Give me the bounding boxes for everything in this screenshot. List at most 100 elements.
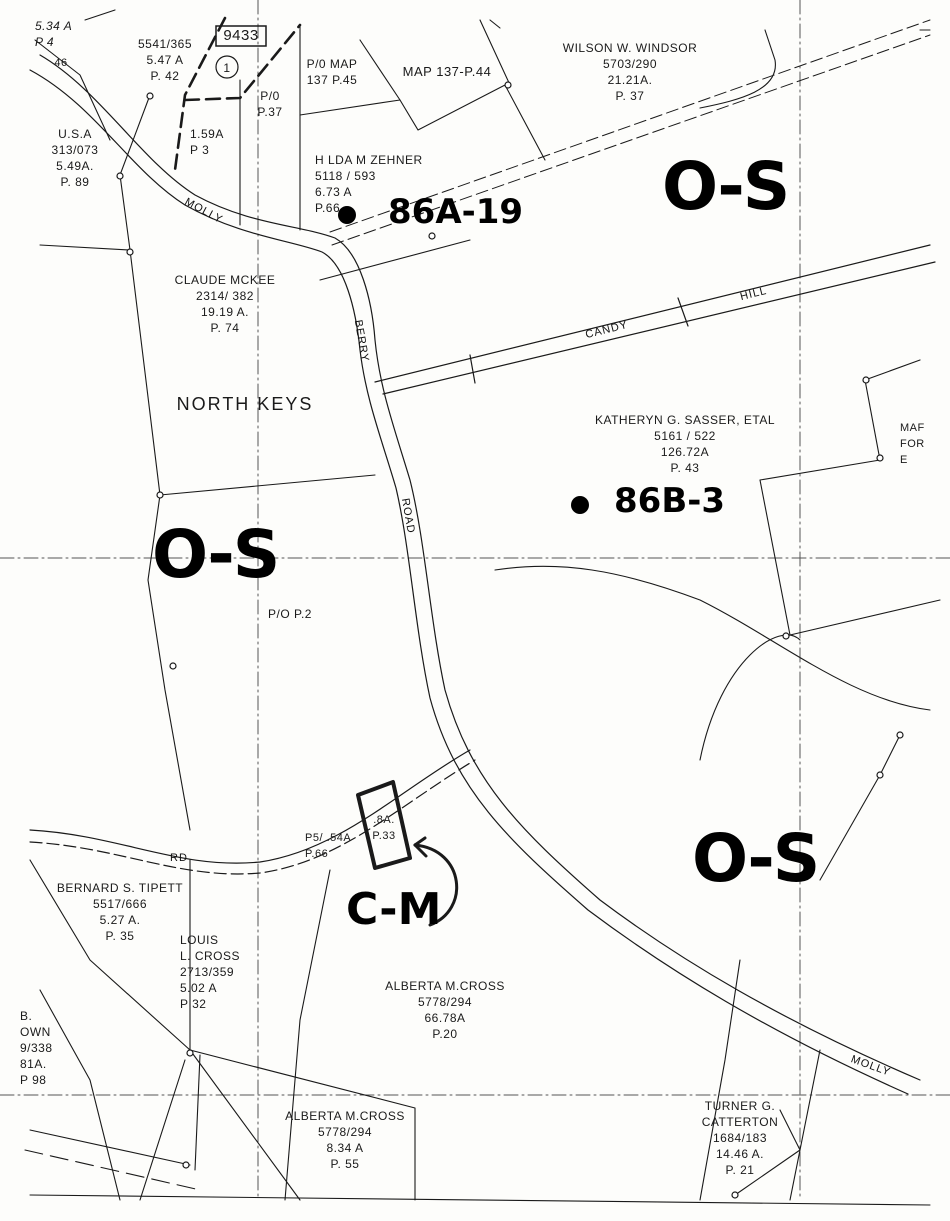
label-line: .8A. [373,814,395,826]
parcel-id-86b-3: 86B-3 [614,481,725,521]
parcel-windsor: WILSON W. WINDSOR 5703/290 21.21A. P. 37 [520,40,740,104]
label-line: 5161 / 522 [654,429,716,443]
label-line: P 32 [180,997,207,1011]
label-line: ALBERTA M.CROSS [285,1109,405,1123]
zone-os-bottom: O-S [692,820,820,897]
label-line: 8.34 A [326,1141,364,1155]
parcel-usa: U.S.A 313/073 5.49A. P. 89 [30,126,120,190]
label-line: OWN [20,1025,51,1039]
zone-os-top: O-S [662,148,790,225]
label-line: 5778/294 [417,995,473,1009]
label-line: LOUIS [180,933,219,947]
label-line: U.S.A [58,127,92,141]
label-line: 5.34 A [35,19,73,33]
label-line: CATTERTON [701,1115,779,1129]
parcel-sasser: KATHERYN G. SASSER, ETAL 5161 / 522 126.72… [560,412,810,476]
label-line: 2713/359 [180,965,235,979]
label-line: P.20 [432,1027,458,1041]
label-line: ALBERTA M.CROSS [385,979,505,993]
label-line: TURNER G. [704,1099,776,1113]
zone-cm: C-M [346,884,442,935]
label-line: BERNARD S. TIPETT [56,881,184,895]
label-line: 2314/ 382 [196,289,254,303]
label-line: P.37 [257,105,283,119]
label-line: MAF [900,422,925,434]
label-line: P. 74 [210,321,240,335]
ref-map-137-44: MAP 137-P.44 [402,64,492,79]
label-line: P. 37 [615,89,645,103]
label-line: 5517/666 [92,897,148,911]
parcel-alberta-cross-2: ALBERTA M.CROSS 5778/294 8.34 A P. 55 [265,1108,425,1172]
label-line: P5/ .54A [305,832,352,844]
label-line: WILSON W. WINDSOR [562,41,698,55]
label-line: 19.19 A. [200,305,250,319]
zone-os-middle: O-S [152,516,280,593]
parcel-id-86a-19: 86A-19 [388,192,524,232]
label-line: P. 42 [150,69,180,83]
label-line: P.33 [372,830,396,842]
label-line: P.66 [305,848,329,860]
label-line: 5541/365 [137,37,193,51]
label-line: 5.27 A. [99,913,141,927]
label-line: H LDA M ZEHNER [315,153,423,167]
candy-hill-road [374,244,936,395]
label-line: 5118 / 593 [315,169,376,183]
dashed-lot-boundary [173,16,302,172]
label-line: P. 89 [60,175,90,189]
label-line: P/0 MAP [306,57,358,71]
label-line: P. 21 [725,1163,755,1177]
label-line: 5.47 A [146,53,184,67]
label-line: KATHERYN G. SASSER, ETAL [594,413,776,427]
parcel-dots [338,206,589,514]
label-line: 1684/183 [712,1131,768,1145]
ref-p0-map-137: P/0 MAP 137 P.45 [292,56,372,88]
cm-parcel-outline [356,780,412,870]
label-line: 21.21A. [607,73,653,87]
label-line: 5778/294 [317,1125,373,1139]
label-line: E [900,454,908,466]
cm-arrow [413,836,459,927]
label-line: 5703/290 [602,57,658,71]
map-number: 9433 [223,27,259,44]
ref-corner-46: 46 [54,57,68,69]
label-line: 5.02 A [180,981,218,995]
label-line: 5.49A. [56,159,94,173]
parcel-cm: .8A. P.33 [364,812,404,844]
road-label-rd: RD [170,852,188,864]
label-line: 1.59A [190,127,224,141]
label-line: 126.72A [660,445,710,459]
label-line: P.66 [315,201,341,215]
label-line: 66.78A [424,1011,466,1025]
label-line: 6.73 A [315,185,353,199]
parcel-zehner: H LDA M ZEHNER 5118 / 593 6.73 A P.66 [315,152,515,216]
label-line: P 98 [20,1073,47,1087]
label-line: 137 P.45 [306,73,358,87]
parcel-catterton: TURNER G. CATTERTON 1684/183 14.46 A. P. 21 [690,1098,790,1178]
survey-markers [116,81,904,1199]
label-line: 14.46 A. [715,1147,765,1161]
ref-p0-p2: P/O P.2 [268,607,312,621]
label-line: 9/338 [20,1041,53,1055]
label-line: B. [20,1009,33,1023]
label-line: P/0 [260,89,280,103]
label-line: 313/073 [51,143,99,157]
grid-cell-circle [215,55,239,79]
parcel-top-left: 5541/365 5.47 A P. 42 [125,36,205,84]
parcel-alberta-cross-1: ALBERTA M.CROSS 5778/294 66.78A P.20 [360,978,530,1042]
parcel-p5: P5/ .54A P.66 [305,830,373,862]
label-line: P 4 [35,35,55,49]
molly-berry-road [29,54,921,1095]
ref-top-corner: 5.34 A P 4 [35,18,105,50]
grid-cell-number: 1 [223,61,231,75]
label-line: P. 55 [330,1157,360,1171]
subdivision-name: NORTH KEYS [176,394,314,414]
